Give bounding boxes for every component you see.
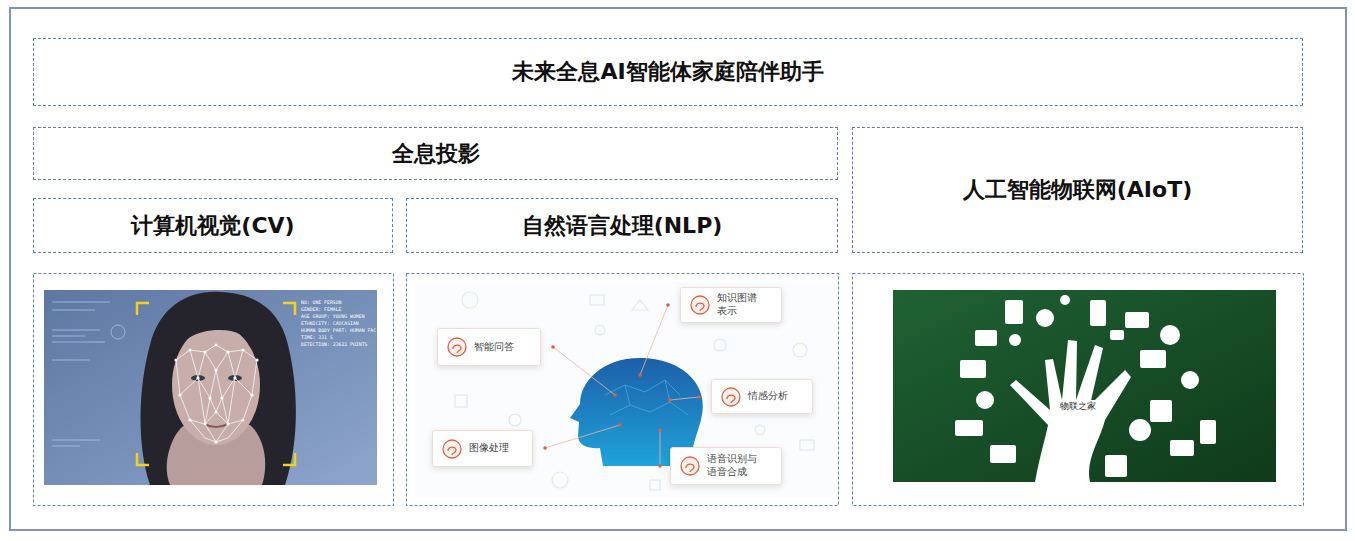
- iot-tree-picture: [893, 290, 1276, 482]
- node-text: 人工智能物联网(AIoT): [963, 175, 1192, 205]
- image-panel: [407, 274, 839, 506]
- image-panel: [853, 274, 1304, 506]
- feature-box: 知识图谱 表示: [680, 287, 782, 323]
- face-picture: [44, 290, 377, 485]
- node-label: 图像处理: [469, 442, 509, 455]
- node-text: 图像处理: [469, 442, 509, 455]
- detection-readout: ETHNICITY: CAUCASIAN: [301, 321, 359, 327]
- node-label: 知识图谱 表示: [717, 292, 775, 318]
- title-box: 未来全息AI智能体家庭陪伴助手: [33, 38, 1303, 106]
- node-label: 情感分析: [748, 390, 788, 403]
- section-box: 计算机视觉(CV): [33, 198, 393, 253]
- detection-readout: DETECTION: 23621 POINTS: [301, 342, 367, 348]
- node-text: 知识图谱 表示: [717, 292, 775, 318]
- node-text: 自然语言处理(NLP): [522, 211, 723, 241]
- node-label: 自然语言处理(NLP): [522, 211, 723, 241]
- section-box: 全息投影: [33, 127, 838, 180]
- feature-box: 语音识别与 语音合成: [670, 447, 782, 485]
- section-box: 自然语言处理(NLP): [406, 198, 838, 253]
- node-text: 计算机视觉(CV): [131, 211, 294, 241]
- detection-readout: GENDER: FEMALE: [301, 307, 341, 313]
- detection-readout: NO: ONE PERSON: [301, 300, 341, 306]
- node-icon: [689, 294, 711, 316]
- feature-box: 情感分析: [711, 379, 813, 414]
- feature-box: 图像处理: [432, 430, 533, 467]
- node-text: 语音识别与 语音合成: [707, 453, 775, 479]
- node-text: 全息投影: [392, 139, 480, 169]
- node-label: 计算机视觉(CV): [131, 211, 294, 241]
- node-icon: [441, 438, 463, 460]
- node-text: 智能问答: [474, 341, 514, 354]
- node-label: 人工智能物联网(AIoT): [963, 175, 1192, 205]
- watermark: 物联之家: [1060, 401, 1096, 412]
- detection-readout: AGE GROUP: YOUNG WOMEN: [301, 314, 365, 320]
- node-label: 语音识别与 语音合成: [707, 453, 775, 479]
- node-text: 情感分析: [748, 390, 788, 403]
- feature-box: 智能问答: [437, 328, 541, 366]
- node-icon: [446, 336, 468, 358]
- detection-readout: HUMAN BODY PART: HUMAN FAC: [301, 328, 376, 334]
- node-label: 全息投影: [392, 139, 480, 169]
- node-icon: [720, 386, 742, 408]
- node-label: 智能问答: [474, 341, 514, 354]
- section-box: 人工智能物联网(AIoT): [852, 127, 1303, 253]
- nlp-picture: [415, 282, 832, 497]
- detection-readout: TIME: 331 S: [301, 335, 333, 341]
- title-text: 未来全息AI智能体家庭陪伴助手: [512, 57, 823, 87]
- outer-frame: [10, 8, 1346, 530]
- image-panel: [34, 274, 394, 506]
- node-icon: [679, 455, 701, 477]
